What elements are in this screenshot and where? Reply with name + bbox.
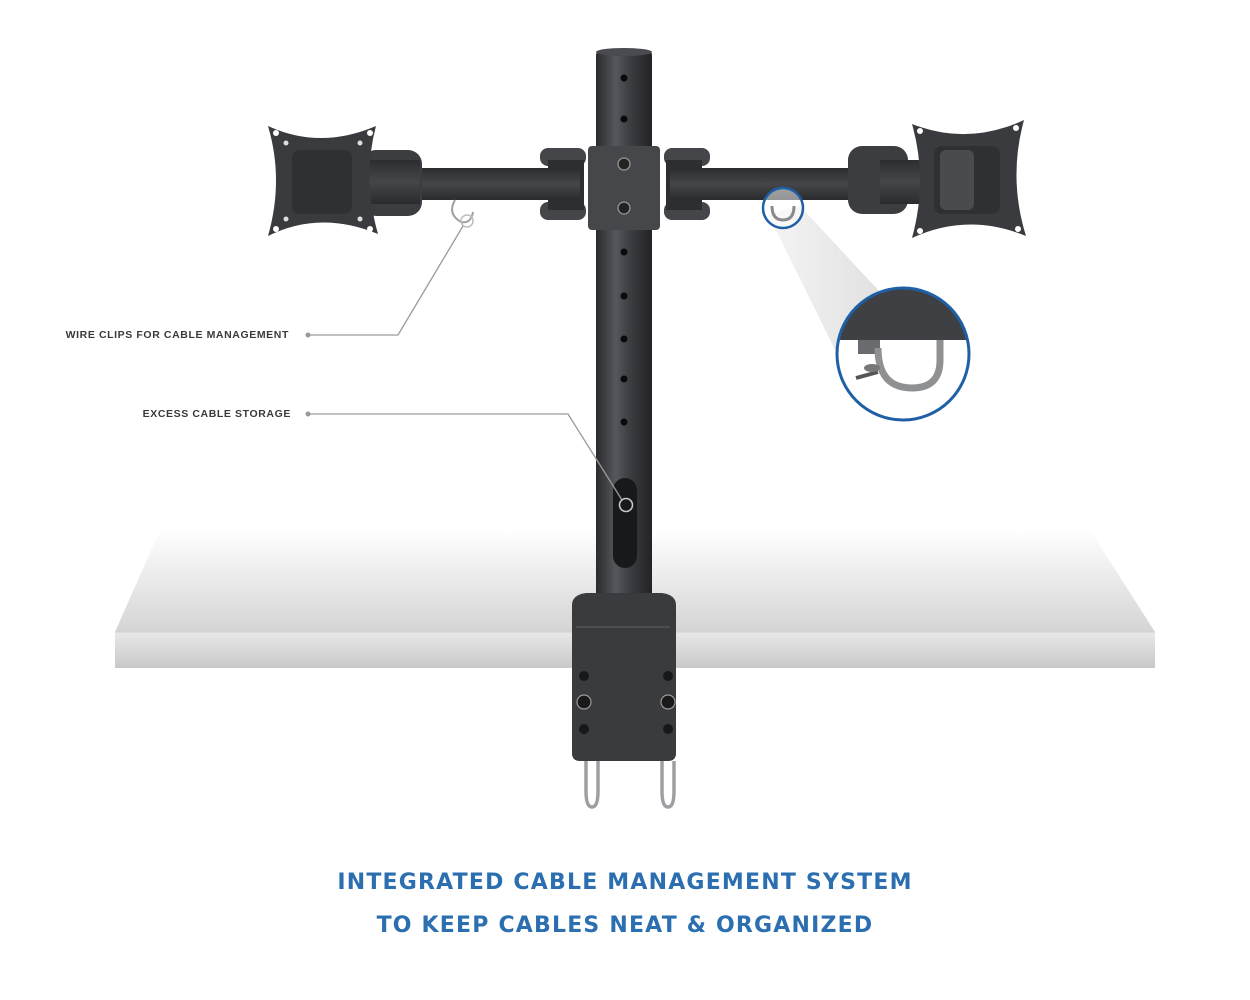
caption-line-2: TO KEEP CABLES NEAT & ORGANIZED bbox=[376, 913, 874, 938]
pole-collar bbox=[588, 146, 660, 230]
callout-excess-cable-storage: EXCESS CABLE STORAGE bbox=[142, 408, 291, 420]
desk-clamp bbox=[572, 593, 676, 809]
callout-wire-clips: WIRE CLIPS FOR CABLE MANAGEMENT bbox=[65, 329, 289, 341]
caption-line-1: INTEGRATED CABLE MANAGEMENT SYSTEM bbox=[337, 870, 913, 895]
left-vesa-plate bbox=[268, 126, 378, 236]
right-vesa-plate bbox=[912, 120, 1026, 238]
pole bbox=[596, 48, 652, 610]
callout-lines bbox=[305, 225, 634, 513]
clip-highlight-ring bbox=[761, 186, 805, 230]
